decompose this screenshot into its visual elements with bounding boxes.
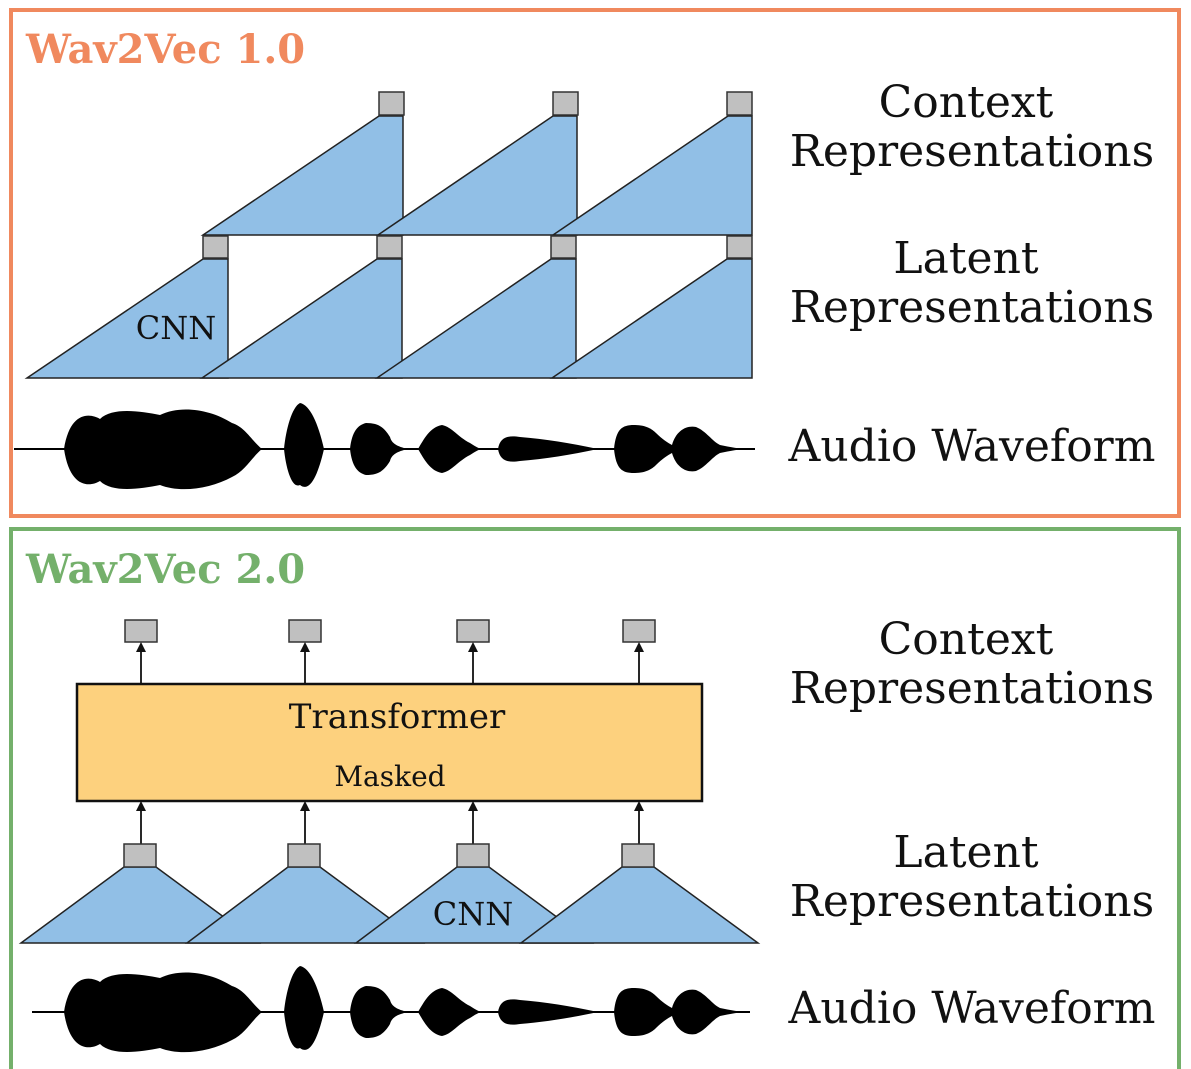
panel-2-border xyxy=(9,527,1181,1069)
context-triangle-1 xyxy=(200,115,404,236)
panel-1-border xyxy=(9,8,1181,518)
latent-token xyxy=(202,235,229,259)
context-token xyxy=(456,619,490,643)
latent-token xyxy=(550,235,577,259)
context-token xyxy=(726,91,753,116)
cnn-encoder-2 xyxy=(18,866,761,944)
panel-1-context-label-line2: Representations xyxy=(790,126,1154,177)
cnn-triangle-1 xyxy=(24,258,229,379)
panel-2-audio-label: Audio Waveform xyxy=(788,983,1156,1034)
latent-token xyxy=(456,843,490,868)
latent-token xyxy=(376,235,403,259)
panel-1-context-label-line1: Context xyxy=(879,77,1054,128)
context-token xyxy=(288,619,322,643)
latent-token xyxy=(621,843,655,868)
cnn-label-2: CNN xyxy=(433,895,513,933)
audio-waveform-1 xyxy=(14,403,755,490)
audio-waveform-2 xyxy=(32,966,750,1053)
panel-2-context-label-line2: Representations xyxy=(790,663,1154,714)
context-token xyxy=(552,91,579,116)
panel-2-latent-label-line1: Latent xyxy=(893,827,1039,878)
panel-1-audio-label: Audio Waveform xyxy=(788,421,1156,472)
latent-token xyxy=(287,843,321,868)
context-tokens-1 xyxy=(378,91,753,116)
panel-1-latent-label-line1: Latent xyxy=(893,233,1039,284)
cnn-triangle-3 xyxy=(374,258,577,379)
transformer-output-arrows xyxy=(136,642,644,684)
cnn-triangle-4 xyxy=(518,866,761,944)
latent-tokens-1 xyxy=(202,235,753,259)
cnn-triangle-4 xyxy=(549,258,753,379)
context-token xyxy=(622,619,656,643)
transformer-title: Transformer xyxy=(289,697,506,737)
panel-2-context-label-line1: Context xyxy=(879,614,1054,665)
transformer-subtitle: Masked xyxy=(334,760,445,793)
context-tokens-2 xyxy=(124,619,656,643)
cnn-label-1: CNN xyxy=(136,309,216,347)
context-token xyxy=(378,91,405,116)
transformer-block: Transformer Masked xyxy=(75,682,704,803)
panel-2-latent-label-line2: Representations xyxy=(790,876,1154,927)
context-token xyxy=(124,619,158,643)
context-triangle-3 xyxy=(550,115,753,236)
panel-2-title: Wav2Vec 2.0 xyxy=(25,546,305,593)
transformer-input-arrows xyxy=(136,801,644,844)
latent-token xyxy=(123,843,157,868)
context-triangle-2 xyxy=(375,115,578,236)
latent-token xyxy=(726,235,753,259)
panel-1-latent-label-line2: Representations xyxy=(790,282,1154,333)
cnn-triangle-2 xyxy=(199,258,403,379)
panel-wav2vec-1: Wav2Vec 1.0 CNN xyxy=(9,8,1181,518)
context-network-1 xyxy=(200,115,753,236)
latent-tokens-2 xyxy=(123,843,655,868)
panel-1-title: Wav2Vec 1.0 xyxy=(25,26,305,73)
cnn-encoder-1 xyxy=(24,258,753,379)
transformer-box xyxy=(75,682,704,803)
panel-wav2vec-2: Wav2Vec 2.0 Transformer Masked xyxy=(9,527,1181,1069)
